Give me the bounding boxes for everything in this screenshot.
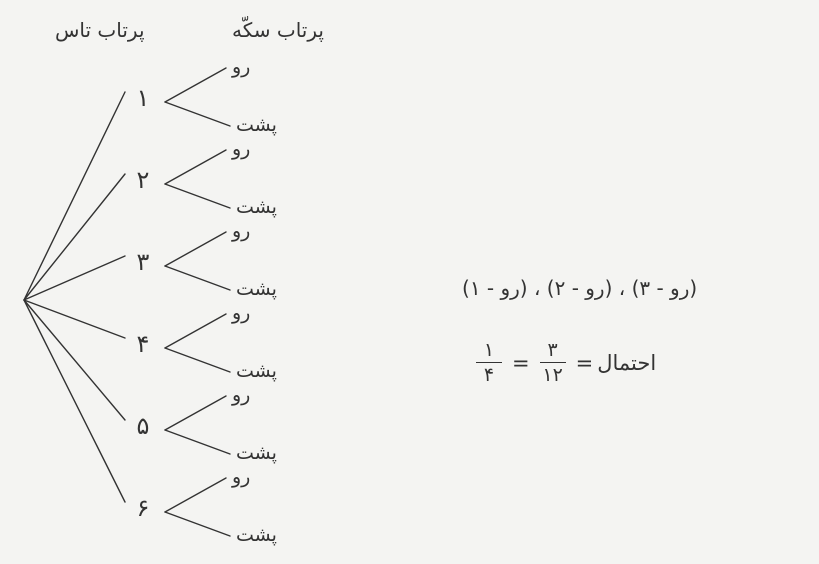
fraction-bar bbox=[476, 362, 502, 363]
die-number: ۳ bbox=[136, 248, 150, 276]
fraction-bar bbox=[539, 362, 566, 363]
branch-line-die-3 bbox=[23, 255, 126, 301]
branch-line-tails-6 bbox=[164, 511, 231, 537]
branch-line-die-6 bbox=[23, 299, 126, 503]
fraction-denominator: ۱۲ bbox=[542, 364, 563, 386]
dice-header: پرتاب تاس bbox=[55, 18, 145, 42]
branch-line-die-2 bbox=[23, 173, 126, 301]
coin-heads-label: رو bbox=[232, 466, 251, 488]
equals-sign: = bbox=[512, 350, 530, 375]
coin-heads-label: رو bbox=[232, 220, 251, 242]
branch-line-tails-3 bbox=[164, 265, 231, 291]
die-number: ۶ bbox=[136, 494, 150, 522]
coin-heads-label: رو bbox=[232, 138, 251, 160]
coin-heads-label: رو bbox=[232, 56, 251, 78]
coin-heads-label: رو bbox=[232, 384, 251, 406]
branch-line-heads-6 bbox=[164, 477, 227, 513]
die-number: ۴ bbox=[136, 330, 150, 358]
branch-line-die-4 bbox=[23, 299, 126, 339]
branch-line-tails-4 bbox=[164, 347, 231, 373]
branch-line-heads-5 bbox=[164, 395, 227, 431]
probability-label: احتمال bbox=[597, 350, 657, 375]
coin-tails-label: پشت bbox=[236, 442, 277, 464]
fraction-numerator: ۱ bbox=[483, 339, 495, 361]
die-number: ۵ bbox=[136, 412, 150, 440]
probability-equation: ۱ ۴ = ۳ ۱۲ = احتمال bbox=[470, 340, 656, 385]
branch-line-die-5 bbox=[23, 299, 126, 421]
coin-tails-label: پشت bbox=[236, 196, 277, 218]
coin-tails-label: پشت bbox=[236, 360, 277, 382]
coin-header: پرتاب سکّه bbox=[232, 18, 324, 42]
branch-line-heads-3 bbox=[164, 231, 227, 267]
branch-line-tails-5 bbox=[164, 429, 231, 455]
coin-tails-label: پشت bbox=[236, 278, 277, 300]
branch-line-die-1 bbox=[23, 91, 126, 301]
fraction-numerator: ۳ bbox=[547, 339, 558, 361]
branch-line-heads-4 bbox=[164, 313, 227, 349]
fraction-denominator: ۴ bbox=[483, 364, 495, 386]
branch-line-tails-2 bbox=[164, 183, 231, 209]
die-number: ۲ bbox=[136, 166, 150, 194]
fraction-three-twelfths: ۳ ۱۲ bbox=[539, 339, 566, 386]
coin-tails-label: پشت bbox=[236, 114, 277, 136]
coin-heads-label: رو bbox=[232, 302, 251, 324]
die-number: ۱ bbox=[136, 84, 150, 112]
branch-line-heads-2 bbox=[164, 149, 227, 185]
coin-tails-label: پشت bbox=[236, 524, 277, 546]
favorable-outcomes: (رو - ۳) ، (رو - ۲) ، (رو - ۱) bbox=[462, 276, 698, 300]
fraction-one-quarter: ۱ ۴ bbox=[476, 340, 502, 385]
branch-line-heads-1 bbox=[164, 67, 227, 103]
branch-line-tails-1 bbox=[164, 101, 231, 127]
equals-sign: = bbox=[575, 350, 594, 375]
